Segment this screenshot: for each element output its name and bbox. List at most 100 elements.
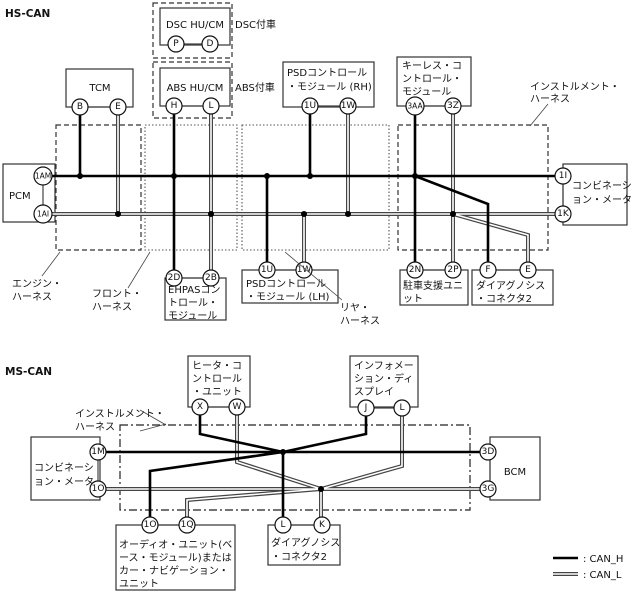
svg-text:コンビネーシ: コンビネーシ bbox=[34, 462, 94, 474]
svg-text:F: F bbox=[485, 265, 490, 275]
dsc-hu-cm: DSC HU/CM DSC付車 P D bbox=[152, 2, 276, 59]
svg-text:ントロール: ントロール bbox=[192, 374, 242, 385]
svg-text:K: K bbox=[319, 520, 326, 530]
svg-text:ハーネス: ハーネス bbox=[530, 93, 570, 105]
legend-can-l-label: : CAN_L bbox=[583, 570, 622, 581]
svg-text:ョン・メータ: ョン・メータ bbox=[34, 476, 94, 488]
svg-text:キーレス・コ: キーレス・コ bbox=[402, 61, 462, 72]
svg-text:ヒータ・コ: ヒータ・コ bbox=[192, 360, 242, 372]
svg-text:ハーネス: ハーネス bbox=[75, 421, 115, 433]
svg-text:1K: 1K bbox=[557, 209, 570, 219]
ms-harness-label: インストルメント・ ハーネス bbox=[75, 409, 167, 433]
svg-text:2B: 2B bbox=[205, 273, 217, 283]
information-display: インフォメー ション・ディ スプレイ bbox=[349, 355, 419, 408]
ms-can-title: MS-CAN bbox=[5, 366, 52, 378]
svg-text:1W: 1W bbox=[297, 265, 312, 275]
svg-text:P: P bbox=[173, 39, 179, 49]
heater-control-unit: ヒータ・コ ントロール ・ユニット bbox=[187, 355, 251, 408]
svg-text:BCM: BCM bbox=[504, 467, 526, 478]
svg-text:1I: 1I bbox=[559, 171, 567, 181]
ms-can-h-wires bbox=[106, 415, 480, 517]
svg-text:リヤ・: リヤ・ bbox=[340, 303, 370, 314]
svg-text:E: E bbox=[525, 265, 531, 275]
svg-text:DSC HU/CM: DSC HU/CM bbox=[166, 20, 224, 31]
psd-module-lh: PSDコントロール ・モジュール (LH) bbox=[241, 269, 339, 304]
rear-harness-zone bbox=[241, 124, 390, 251]
svg-text:D: D bbox=[207, 39, 214, 49]
svg-text:2N: 2N bbox=[409, 265, 421, 275]
audio-unit: オーディオ・ユニット(ベ ース・モジュール)または カー・ナビゲーション・ ユニ… bbox=[115, 524, 236, 591]
ms-junctions bbox=[280, 449, 324, 492]
svg-text:ション・ディ: ション・ディ bbox=[354, 372, 413, 385]
hs-harness-labels: エンジン・ ハーネス フロント・ ハーネス リヤ・ ハーネス インストルメント・… bbox=[12, 82, 620, 327]
hs-can-l-wires bbox=[51, 114, 555, 270]
svg-text:X: X bbox=[197, 402, 203, 412]
svg-text:・モジュール (RH): ・モジュール (RH) bbox=[287, 82, 372, 93]
svg-text:PSDコントロール: PSDコントロール bbox=[287, 68, 367, 79]
hs-pins: H L B E 1U 1W 3AA 3Z 1AM 1AI 1I 1K 2D 2B… bbox=[33, 96, 572, 287]
svg-text:H: H bbox=[171, 101, 178, 111]
svg-text:EHPASコン: EHPASコン bbox=[168, 285, 220, 296]
dsc-note: DSC付車 bbox=[235, 18, 276, 31]
svg-text:・コネクタ2: ・コネクタ2 bbox=[271, 551, 327, 563]
bcm: BCM bbox=[489, 436, 541, 501]
svg-text:ハーネス: ハーネス bbox=[92, 301, 132, 313]
svg-text:コンビネーシ: コンビネーシ bbox=[572, 180, 632, 192]
svg-text:L: L bbox=[399, 403, 404, 413]
svg-text:・モジュール (LH): ・モジュール (LH) bbox=[246, 292, 329, 303]
svg-text:1W: 1W bbox=[341, 101, 356, 111]
svg-text:ABS HU/CM: ABS HU/CM bbox=[167, 83, 224, 94]
svg-text:ハーネス: ハーネス bbox=[340, 315, 380, 327]
front-harness-zone bbox=[144, 124, 238, 251]
svg-text:トロール・: トロール・ bbox=[168, 298, 218, 309]
svg-text:TCM: TCM bbox=[88, 83, 110, 94]
svg-text:モジュール: モジュール bbox=[402, 87, 451, 98]
svg-text:2P: 2P bbox=[447, 265, 459, 275]
svg-text:L: L bbox=[280, 520, 285, 530]
svg-text:1U: 1U bbox=[261, 265, 273, 275]
svg-text:モジュール: モジュール bbox=[168, 311, 217, 322]
svg-text:3Z: 3Z bbox=[447, 101, 459, 111]
svg-text:PCM: PCM bbox=[9, 191, 31, 202]
svg-text:・ユニット: ・ユニット bbox=[192, 387, 242, 398]
svg-text:E: E bbox=[115, 102, 121, 112]
svg-text:J: J bbox=[364, 403, 368, 413]
svg-text:ントロール・: ントロール・ bbox=[402, 74, 462, 85]
svg-text:3G: 3G bbox=[482, 484, 495, 494]
svg-text:1AM: 1AM bbox=[35, 172, 51, 181]
svg-text:3AA: 3AA bbox=[407, 102, 423, 111]
svg-text:1O: 1O bbox=[92, 484, 105, 494]
combination-meter-ms: コンビネーシ ョン・メータ bbox=[30, 436, 101, 501]
hs-junctions bbox=[77, 173, 456, 217]
svg-text:ダイアグノシス: ダイアグノシス bbox=[476, 279, 545, 292]
svg-text:L: L bbox=[208, 101, 213, 111]
svg-text:ース・モジュール)または: ース・モジュール)または bbox=[119, 552, 232, 564]
svg-text:・コネクタ2: ・コネクタ2 bbox=[476, 293, 532, 305]
svg-text:インストルメント・: インストルメント・ bbox=[530, 82, 620, 93]
legend-can-h-label: : CAN_H bbox=[583, 554, 623, 565]
combination-meter-hs: コンビネーシ ョン・メータ bbox=[562, 163, 632, 226]
svg-text:2D: 2D bbox=[168, 273, 181, 283]
svg-text:1O: 1O bbox=[144, 520, 157, 530]
svg-text:1U: 1U bbox=[304, 101, 316, 111]
svg-text:フロント・: フロント・ bbox=[92, 289, 142, 300]
ms-pins: X W J L 1M 1O 3D 3G 1O 1Q L K bbox=[89, 398, 497, 534]
svg-text:インストルメント・: インストルメント・ bbox=[75, 409, 165, 420]
svg-text:スプレイ: スプレイ bbox=[354, 386, 394, 398]
engine-harness-zone bbox=[55, 124, 142, 251]
psd-module-rh: PSDコントロール ・モジュール (RH) bbox=[282, 61, 375, 108]
hs-can-title: HS-CAN bbox=[5, 8, 50, 20]
ms-can-l-wires bbox=[106, 415, 480, 517]
svg-text:W: W bbox=[233, 402, 242, 412]
instrument-harness-zone bbox=[397, 124, 549, 251]
svg-text:PSDコントロール: PSDコントロール bbox=[246, 279, 326, 290]
svg-text:ハーネス: ハーネス bbox=[12, 291, 52, 303]
svg-text:ダイアグノシス: ダイアグノシス bbox=[271, 536, 340, 549]
ms-instrument-harness-zone bbox=[119, 424, 471, 511]
abs-note: ABS付車 bbox=[235, 81, 275, 94]
parking-assist-unit: 駐車支援ユニ ット bbox=[399, 269, 469, 306]
svg-text:ユニット: ユニット bbox=[119, 579, 159, 590]
svg-text:ット: ット bbox=[403, 294, 423, 305]
svg-text:1Q: 1Q bbox=[181, 520, 194, 530]
svg-text:3D: 3D bbox=[482, 447, 495, 457]
